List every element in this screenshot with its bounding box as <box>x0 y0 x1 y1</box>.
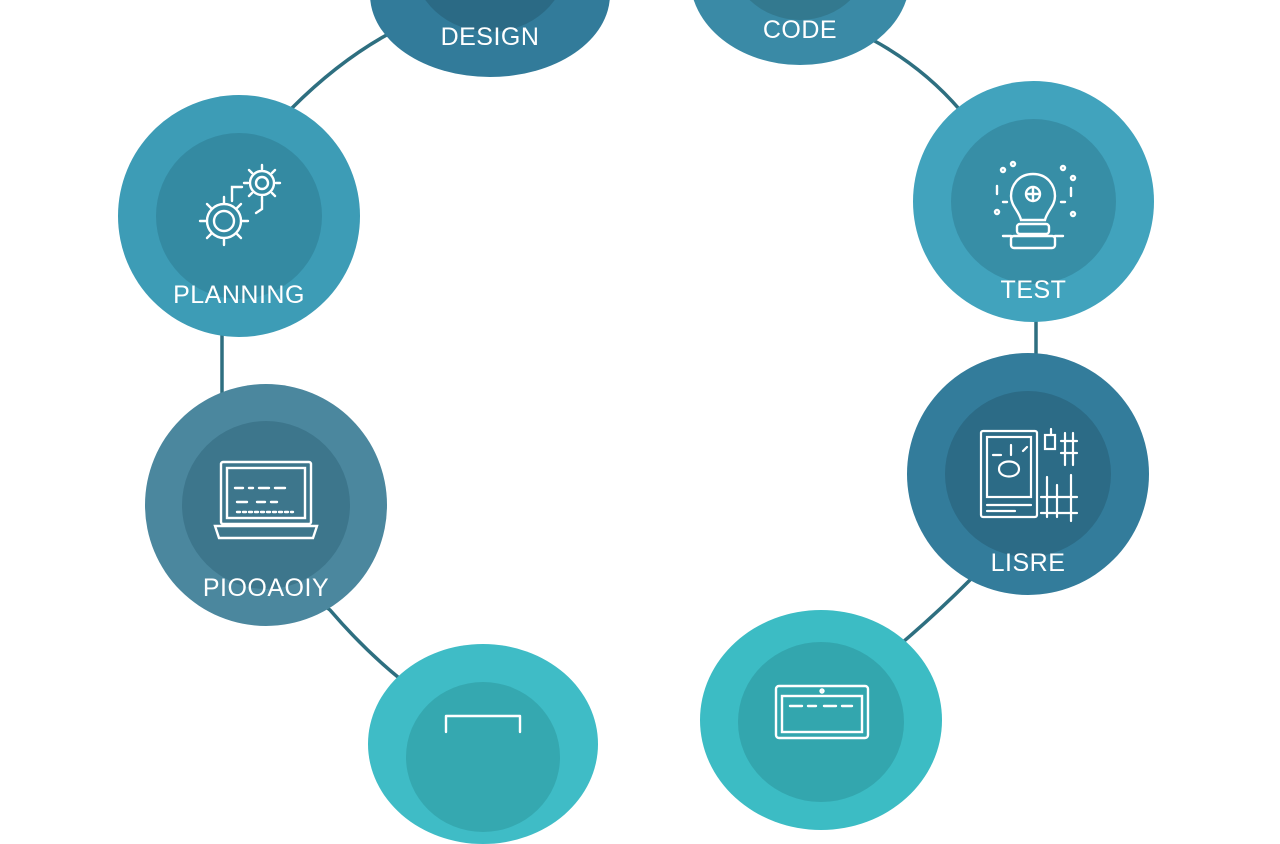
node-bottom-right <box>700 610 942 830</box>
node-deploy: PIOOAOIY <box>145 384 387 626</box>
monitor-icon <box>772 682 872 742</box>
node-bottom-left <box>368 644 598 844</box>
node-planning-inner <box>156 133 322 299</box>
lightbulb-icon <box>983 156 1083 256</box>
node-release-inner <box>945 391 1111 557</box>
lifecycle-diagram: DESIGN CODE TEST <box>118 0 1154 844</box>
node-bottom-left-inner <box>406 682 560 832</box>
node-code-label: CODE <box>762 16 838 44</box>
laptop-icon <box>440 712 526 734</box>
ring-path <box>220 0 1038 720</box>
node-release: LISRE <box>907 353 1149 595</box>
node-planning: PLANNING <box>118 95 360 337</box>
node-test-label: TEST <box>1000 276 1067 304</box>
laptop-chart-icon <box>213 460 319 542</box>
node-deploy-inner <box>182 421 350 589</box>
node-design: DESIGN <box>370 0 610 77</box>
node-release-label: LISRE <box>990 549 1066 577</box>
node-design-label: DESIGN <box>440 23 540 51</box>
dashboard-icon <box>975 425 1083 525</box>
gears-icon <box>186 157 290 261</box>
node-deploy-label: PIOOAOIY <box>202 574 330 602</box>
node-test: TEST <box>913 81 1154 322</box>
node-planning-label: PLANNING <box>173 281 305 309</box>
